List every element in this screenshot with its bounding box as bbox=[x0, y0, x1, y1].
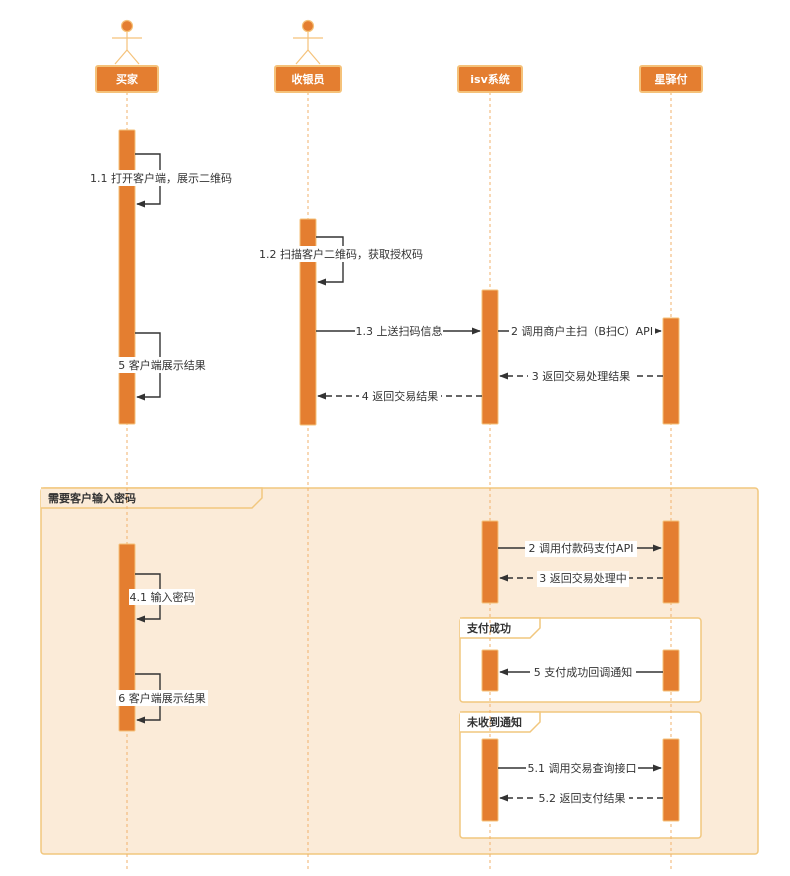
label-m41: 4.1 输入密码 bbox=[130, 590, 195, 604]
label-m51: 5.1 调用交易查询接口 bbox=[528, 761, 637, 775]
participant-cashier: 收银员 bbox=[274, 65, 342, 93]
activation-buyer-1 bbox=[118, 129, 136, 425]
activation-xyf-2 bbox=[662, 520, 680, 604]
activation-isv-4 bbox=[481, 738, 499, 822]
activation-xyf-3 bbox=[662, 649, 680, 692]
participant-label-buyer: 买家 bbox=[116, 72, 139, 86]
label-m11: 1.1 打开客户端，展示二维码 bbox=[90, 171, 232, 185]
message-labels: 1.1 打开客户端，展示二维码 1.2 扫描客户二维码，获取授权码 5 客户端展… bbox=[88, 170, 655, 807]
person-icon bbox=[112, 19, 142, 65]
activation-isv-2 bbox=[481, 520, 499, 604]
label-m5a: 5 客户端展示结果 bbox=[118, 358, 206, 372]
frame-title-no-notify: 未收到通知 bbox=[466, 715, 522, 729]
person-icon bbox=[293, 19, 323, 65]
participant-isv: isv系统 bbox=[457, 65, 523, 93]
label-m3b: 3 返回交易处理中 bbox=[539, 571, 627, 585]
label-m12: 1.2 扫描客户二维码，获取授权码 bbox=[259, 247, 423, 261]
label-m3a: 3 返回交易处理结果 bbox=[532, 369, 631, 383]
participant-label-isv: isv系统 bbox=[470, 72, 510, 86]
activation-isv-3 bbox=[481, 649, 499, 692]
participant-buyer: 买家 bbox=[95, 65, 159, 93]
label-m52: 5.2 返回支付结果 bbox=[539, 792, 626, 805]
frame-pay-success: 支付成功 bbox=[459, 617, 702, 703]
label-m6: 6 客户端展示结果 bbox=[118, 691, 206, 705]
participant-xyf: 星驿付 bbox=[639, 65, 703, 93]
activation-xyf-1 bbox=[662, 317, 680, 425]
frame-title-need-password: 需要客户输入密码 bbox=[48, 491, 136, 505]
frame-title-pay-success: 支付成功 bbox=[466, 621, 511, 635]
label-m2b: 2 调用付款码支付API bbox=[529, 541, 634, 555]
activation-cashier-1 bbox=[299, 218, 317, 426]
label-m5b: 5 支付成功回调通知 bbox=[534, 665, 633, 679]
activation-isv-1 bbox=[481, 289, 499, 425]
label-m2a: 2 调用商户主扫（B扫C）API bbox=[511, 324, 653, 338]
activation-xyf-4 bbox=[662, 738, 680, 822]
participant-label-cashier: 收银员 bbox=[292, 72, 325, 86]
activation-bars bbox=[118, 129, 680, 822]
label-m4: 4 返回交易结果 bbox=[362, 389, 439, 403]
participant-label-xyf: 星驿付 bbox=[655, 72, 688, 86]
label-m13: 1.3 上送扫码信息 bbox=[356, 324, 443, 338]
